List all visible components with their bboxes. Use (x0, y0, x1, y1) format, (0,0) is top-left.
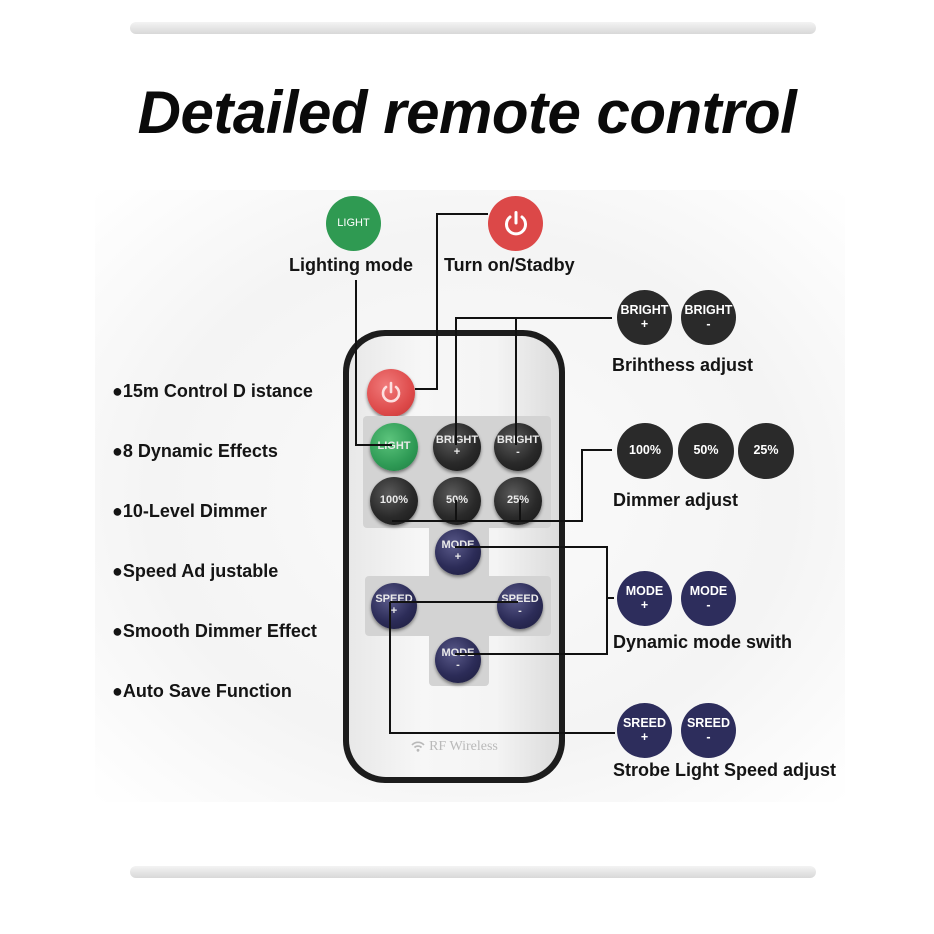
bright-plus-sign: + (453, 446, 461, 458)
callout-speed-plus: SREED + (617, 703, 672, 758)
feature-item: ●10-Level Dimmer (112, 501, 267, 521)
line-power (415, 213, 488, 390)
callout-mode-plus-sign: + (640, 597, 649, 612)
feature-item: ●Auto Save Function (112, 681, 292, 701)
mode-plus-sign: + (454, 551, 462, 563)
line-speed-down (389, 602, 615, 734)
power-icon (381, 381, 401, 403)
caption-dimmer: Dimmer adjust (613, 490, 739, 510)
caption-speed: Strobe Light Speed adjust (613, 760, 837, 780)
caption-mode: Dynamic mode swith (613, 632, 793, 652)
remote-dim-25-button[interactable]: 25% (494, 477, 542, 525)
remote-speed-minus-button[interactable]: SPEED - (497, 583, 543, 629)
callout-bright-plus: BRIGHT + (617, 290, 672, 345)
callout-light-label: LIGHT (337, 217, 370, 230)
remote-speed-plus-button[interactable]: SPEED + (371, 583, 417, 629)
top-divider (130, 22, 816, 34)
remote-bright-minus-button[interactable]: BRIGHT - (494, 423, 542, 471)
callout-bright-plus-label: BRIGHT (620, 302, 669, 317)
callout-dim-100: 100% (617, 423, 673, 479)
callout-dim-50: 50% (678, 423, 734, 479)
line-mode (455, 546, 608, 655)
wireless-icon (411, 741, 425, 752)
mode-minus-sign: - (456, 659, 460, 671)
bottom-divider (130, 866, 816, 878)
callout-mode-plus-label: MODE (625, 583, 664, 598)
mode-plus-label: MODE (441, 539, 475, 552)
callout-mode-minus-sign: - (706, 597, 711, 612)
dim-25-label: 25% (506, 494, 530, 507)
remote-light-button[interactable]: LIGHT (370, 423, 418, 471)
dim-100-label: 100% (379, 494, 409, 507)
callout-dim-100-label: 100% (629, 443, 661, 458)
line-dimmer (392, 449, 612, 522)
rf-wireless-label: RF Wireless (349, 739, 559, 755)
callout-bright-plus-sign: + (640, 316, 649, 331)
callout-dim-50-label: 50% (693, 443, 719, 458)
power-icon (504, 210, 527, 235)
feature-item: ●Smooth Dimmer Effect (112, 621, 317, 641)
page-title: Detailed remote control (137, 79, 797, 146)
remote-dim-100-button[interactable]: 100% (370, 477, 418, 525)
remote-control: LIGHT BRIGHT + BRIGHT - 100% 50% 25% MOD… (343, 330, 565, 783)
feature-item: ●Speed Ad justable (112, 561, 279, 581)
speed-plus-sign: + (390, 605, 398, 617)
rf-wireless-text: RF Wireless (429, 739, 498, 754)
remote-mode-plus-button[interactable]: MODE + (435, 529, 481, 575)
callout-speed-plus-label: SREED (622, 715, 667, 730)
callout-dim-25: 25% (738, 423, 794, 479)
caption-lighting-mode: Lighting mode (289, 255, 413, 275)
callout-bright-minus: BRIGHT - (681, 290, 736, 345)
callout-dim-25-label: 25% (753, 443, 779, 458)
speed-plus-label: SPEED (375, 593, 413, 606)
line-bright (455, 317, 612, 445)
remote-power-button[interactable] (367, 369, 415, 417)
callout-mode-plus: MODE + (617, 571, 672, 626)
feature-item: ●15m Control D istance (112, 381, 313, 401)
speed-minus-label: SPEED (501, 593, 539, 606)
callout-speed-minus-label: SREED (686, 715, 731, 730)
feature-item: ●8 Dynamic Effects (112, 441, 278, 461)
caption-power: Turn on/Stadby (444, 255, 575, 275)
line-light (355, 280, 392, 446)
callout-speed-minus: SREED - (681, 703, 736, 758)
callout-mode-minus: MODE - (681, 571, 736, 626)
callout-bright-minus-label: BRIGHT (684, 302, 733, 317)
remote-face: LIGHT BRIGHT + BRIGHT - 100% 50% 25% MOD… (349, 336, 559, 777)
caption-brightness: Brihthess adjust (612, 355, 754, 375)
callout-bright-minus-sign: - (706, 316, 711, 331)
callout-speed-minus-sign: - (706, 729, 711, 744)
bright-minus-sign: - (516, 446, 520, 458)
callout-mode-minus-label: MODE (689, 583, 728, 598)
callout-light-button: LIGHT (326, 196, 381, 251)
bright-minus-label: BRIGHT (496, 434, 540, 447)
callout-speed-plus-sign: + (640, 729, 649, 744)
remote-light-label: LIGHT (377, 440, 411, 453)
speed-minus-sign: - (518, 605, 522, 617)
callout-power-button (488, 196, 543, 251)
